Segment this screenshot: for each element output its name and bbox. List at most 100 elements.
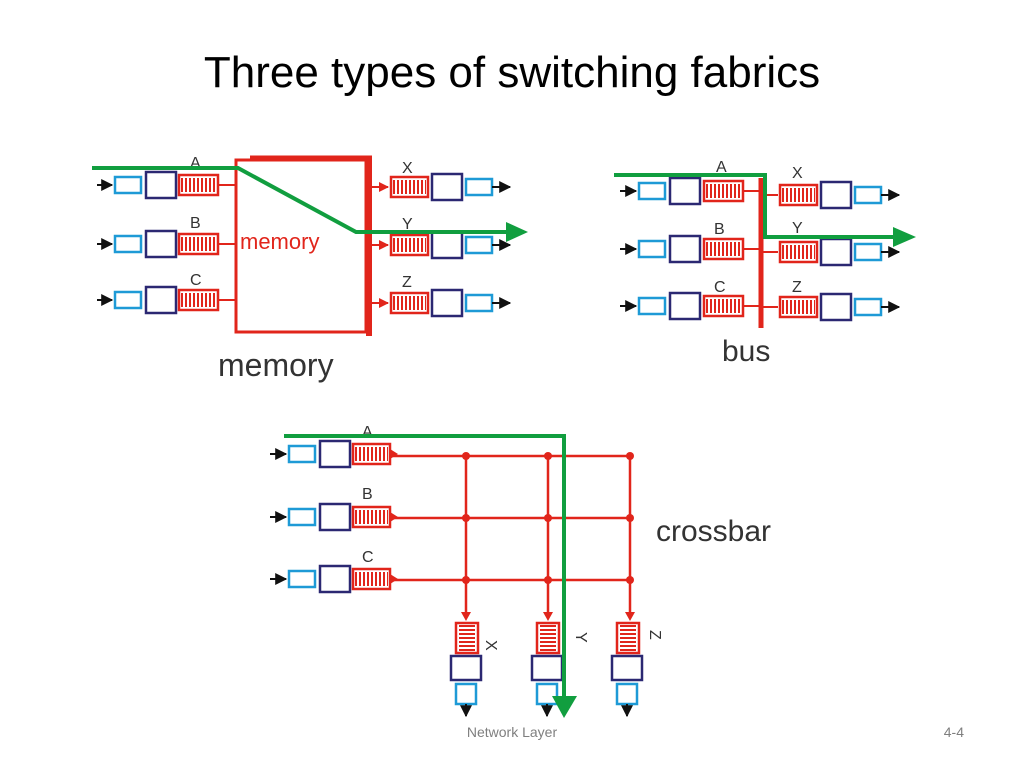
line-termination <box>464 177 494 197</box>
input-port: A <box>97 155 236 200</box>
input-label-c: C <box>362 549 374 566</box>
link-layer-box <box>819 237 853 267</box>
crossbar-junctions <box>462 452 634 584</box>
line-termination <box>637 239 667 259</box>
line-termination <box>113 175 143 195</box>
link-layer-box <box>610 654 644 682</box>
output-port: Z <box>610 621 663 718</box>
bus-caption: bus <box>722 335 770 368</box>
output-label-y: Y <box>792 220 803 237</box>
crossbar-down-arrows <box>461 612 635 621</box>
footer-text: Network Layer <box>466 724 558 740</box>
input-port: B <box>620 221 760 264</box>
output-label-x: X <box>792 165 803 182</box>
output-queue <box>778 295 819 319</box>
output-queue <box>389 175 430 199</box>
page-number: 4-4 <box>943 724 964 740</box>
line-termination <box>535 682 559 706</box>
line-termination <box>853 242 883 262</box>
output-label-y: Y <box>572 632 589 643</box>
output-label-y: Y <box>402 216 413 233</box>
output-port: X <box>449 621 499 718</box>
link-layer-box <box>318 502 352 532</box>
input-label-a: A <box>362 424 373 441</box>
input-port: B <box>270 486 398 532</box>
input-label-c: C <box>714 279 726 296</box>
line-termination <box>113 234 143 254</box>
input-queue <box>177 288 220 312</box>
output-port: Z <box>763 279 901 322</box>
line-termination <box>637 296 667 316</box>
link-layer-box <box>318 439 352 469</box>
input-label-b: B <box>714 221 725 238</box>
output-label-z: Z <box>792 279 802 296</box>
packet-path-arrowhead <box>506 222 528 242</box>
line-termination <box>853 297 883 317</box>
input-queue <box>177 173 220 197</box>
link-layer-box <box>144 229 178 259</box>
input-port: C <box>620 279 760 321</box>
output-port: Y <box>372 216 512 260</box>
input-label-a: A <box>716 159 727 176</box>
link-layer-box <box>430 288 464 318</box>
memory-box-label: memory <box>240 229 319 254</box>
output-port: X <box>372 160 512 202</box>
line-termination <box>287 507 317 527</box>
input-label-b: B <box>190 215 201 232</box>
line-termination <box>464 293 494 313</box>
packet-path-arrowhead <box>893 227 916 247</box>
slide-title: Three types of switching fabrics <box>203 48 821 97</box>
output-label-x: X <box>482 640 499 651</box>
crossbar-caption: crossbar <box>656 515 771 548</box>
memory-fabric: memory memory A B <box>92 155 528 383</box>
link-layer-box <box>668 291 702 321</box>
output-queue <box>778 240 819 264</box>
line-termination <box>287 569 317 589</box>
output-port: Y <box>763 220 901 267</box>
memory-caption: memory <box>218 347 334 383</box>
crossbar-grid <box>392 454 632 616</box>
output-queue <box>615 621 641 655</box>
input-queue <box>702 179 745 203</box>
input-queue <box>702 237 745 261</box>
memory-box-edge <box>366 158 372 336</box>
line-termination <box>615 682 639 706</box>
crossbar-fabric: crossbar A <box>270 424 771 718</box>
input-port: A <box>270 424 398 469</box>
input-label-b: B <box>362 486 373 503</box>
output-port: X <box>763 165 901 210</box>
input-queue <box>351 505 392 529</box>
line-termination <box>853 185 883 205</box>
link-layer-box <box>144 285 178 315</box>
link-layer-box <box>819 180 853 210</box>
line-termination <box>637 181 667 201</box>
input-label-c: C <box>190 272 202 289</box>
output-queue <box>454 621 480 655</box>
bus-fabric: bus A B C <box>614 159 916 368</box>
link-layer-box <box>668 234 702 264</box>
link-layer-box <box>430 172 464 202</box>
link-layer-box <box>430 230 464 260</box>
input-port: A <box>620 159 760 206</box>
output-label-z: Z <box>402 274 412 291</box>
output-label-z: Z <box>646 630 663 640</box>
line-termination <box>454 682 478 706</box>
input-port: B <box>97 215 236 259</box>
packet-path <box>92 166 508 234</box>
input-queue <box>351 442 392 466</box>
link-layer-box <box>449 654 483 682</box>
link-layer-box <box>668 176 702 206</box>
output-queue <box>389 233 430 257</box>
packet-path-arrowhead <box>552 696 577 718</box>
input-queue <box>702 294 745 318</box>
packet-path <box>614 173 895 239</box>
link-layer-box <box>819 292 853 322</box>
output-port: Z <box>372 274 512 318</box>
packet-path <box>284 434 566 700</box>
input-label-a: A <box>190 155 201 172</box>
input-port: C <box>270 549 398 594</box>
output-label-x: X <box>402 160 413 177</box>
line-termination <box>287 444 317 464</box>
link-layer-box <box>144 170 178 200</box>
